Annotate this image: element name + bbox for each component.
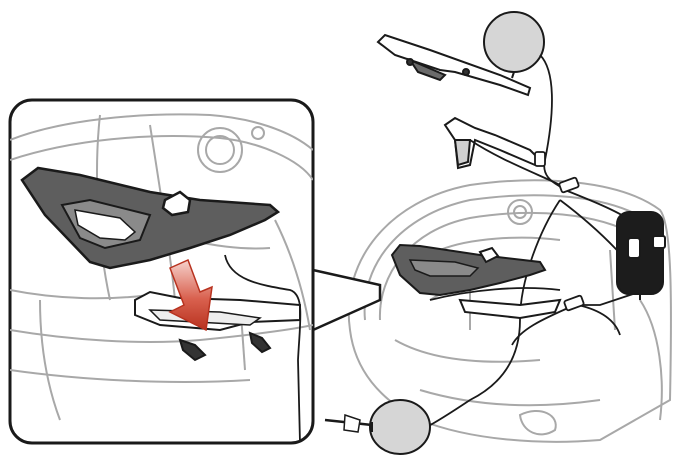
left-speaker <box>325 400 430 454</box>
control-unit <box>617 212 665 300</box>
clamp-plate <box>445 118 540 168</box>
right-speaker <box>484 12 544 78</box>
zoom-callout <box>10 100 380 443</box>
